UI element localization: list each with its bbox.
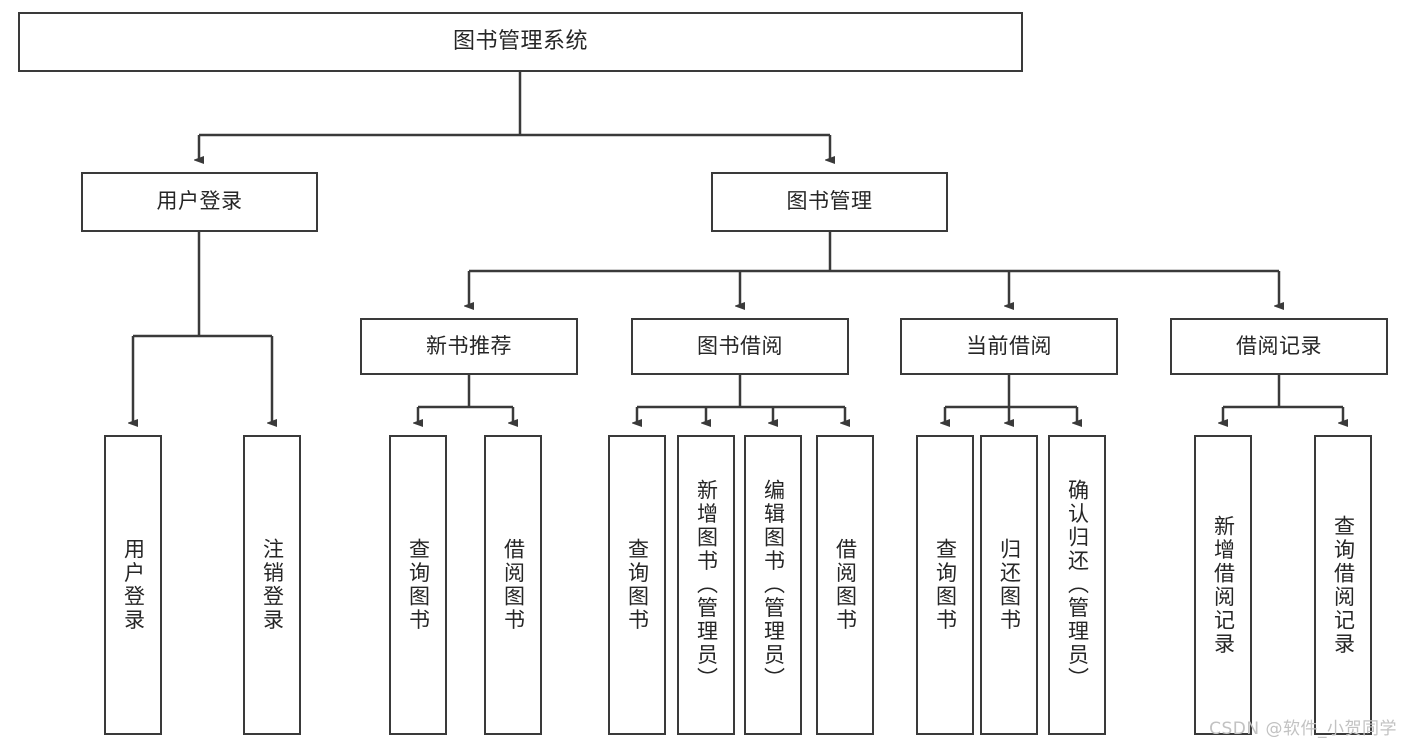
node-borrow-record[interactable]: 借阅记录	[1170, 318, 1388, 375]
node-leaf-borrow-book[interactable]: 借阅图书	[816, 435, 874, 735]
node-book-borrow[interactable]: 图书借阅	[631, 318, 849, 375]
node-label: 用户登录	[121, 538, 146, 632]
node-label: 图书管理系统	[452, 28, 588, 54]
node-label: 查询图书	[625, 538, 650, 632]
node-label: 查询图书	[933, 538, 958, 632]
node-leaf-query-borrow-record[interactable]: 查询借阅记录	[1314, 435, 1372, 735]
node-label: 确认归还（管理员）	[1065, 479, 1090, 691]
node-label: 新书推荐	[426, 333, 512, 358]
node-root-system[interactable]: 图书管理系统	[18, 12, 1023, 72]
node-leaf-borrow-book-new[interactable]: 借阅图书	[484, 435, 542, 735]
node-label: 用户登录	[156, 189, 243, 214]
node-leaf-edit-book-admin[interactable]: 编辑图书（管理员）	[744, 435, 802, 735]
node-new-book-recommend[interactable]: 新书推荐	[360, 318, 578, 375]
node-label: 图书借阅	[697, 333, 783, 358]
node-leaf-logout[interactable]: 注销登录	[243, 435, 301, 735]
node-label: 查询借阅记录	[1331, 514, 1356, 656]
node-label: 查询图书	[406, 538, 431, 632]
node-label: 编辑图书（管理员）	[761, 479, 786, 691]
node-leaf-add-borrow-record[interactable]: 新增借阅记录	[1194, 435, 1252, 735]
node-label: 借阅记录	[1236, 333, 1322, 358]
node-book-management[interactable]: 图书管理	[711, 172, 948, 232]
node-label: 图书管理	[786, 189, 873, 214]
node-leaf-return-book[interactable]: 归还图书	[980, 435, 1038, 735]
node-label: 归还图书	[997, 538, 1022, 632]
node-leaf-user-login[interactable]: 用户登录	[104, 435, 162, 735]
node-leaf-query-book-borrow[interactable]: 查询图书	[608, 435, 666, 735]
node-leaf-confirm-return-admin[interactable]: 确认归还（管理员）	[1048, 435, 1106, 735]
node-leaf-query-book-new[interactable]: 查询图书	[389, 435, 447, 735]
node-leaf-query-book-current[interactable]: 查询图书	[916, 435, 974, 735]
node-label: 新增借阅记录	[1211, 514, 1236, 656]
node-label: 当前借阅	[966, 333, 1052, 358]
node-current-borrow[interactable]: 当前借阅	[900, 318, 1118, 375]
node-label: 新增图书（管理员）	[694, 479, 719, 691]
node-leaf-add-book-admin[interactable]: 新增图书（管理员）	[677, 435, 735, 735]
node-user-login[interactable]: 用户登录	[81, 172, 318, 232]
node-label: 借阅图书	[833, 538, 858, 632]
node-label: 借阅图书	[501, 538, 526, 632]
node-label: 注销登录	[260, 538, 285, 632]
